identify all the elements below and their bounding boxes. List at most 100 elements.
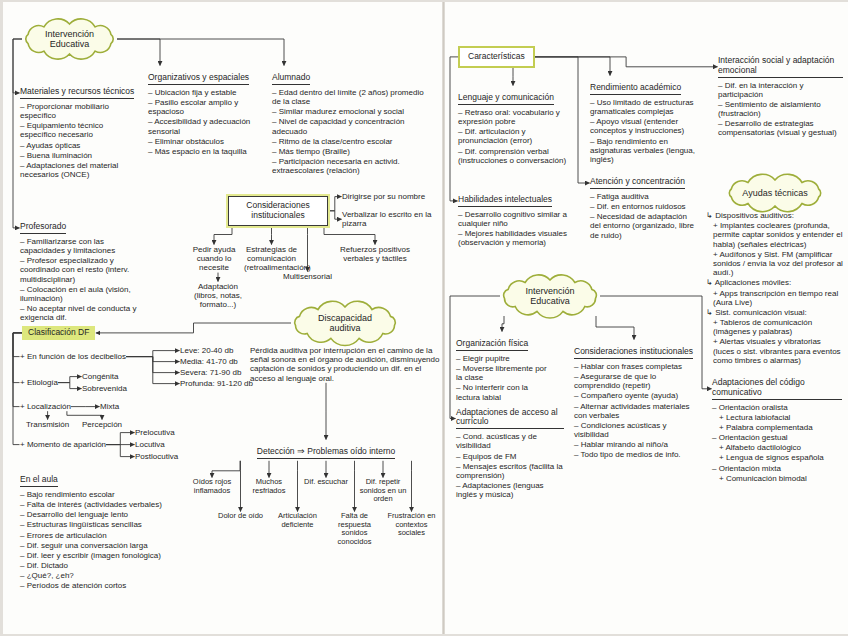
connector	[117, 39, 284, 66]
topic-group: Organizativos y espaciales– Ubicación fi…	[148, 66, 260, 156]
cloud-title: Intervención Educativa	[513, 286, 587, 307]
list-item: + Lengua de signos española	[712, 453, 842, 462]
branch-label: + Etiología	[20, 378, 58, 387]
connector	[328, 211, 342, 219]
connector	[212, 461, 240, 478]
list-item: – Dif. en la interacción y participación	[718, 81, 843, 99]
topic-heading: Lenguaje y comunicación	[458, 93, 554, 105]
connector	[326, 383, 327, 440]
page-fold	[443, 2, 445, 634]
branch-text: Falta de respuesta sonidos conocidos	[329, 512, 381, 547]
list-item: – Eliminar obstáculos	[148, 137, 260, 146]
connector	[450, 57, 458, 201]
topic-heading: Atención y concentración	[590, 177, 685, 189]
topic-group: Rendimiento académico – Uso limitado de e…	[590, 76, 698, 164]
topic-heading: Organización física	[456, 339, 528, 351]
list-item: – Bajo rendimiento escolar	[20, 490, 180, 499]
highlight-box: Clasificación DF	[22, 326, 95, 340]
topic-group: Habilidades intelectuales– Desarrollo co…	[458, 188, 568, 248]
branch-text: Adaptación (libros, notas, formato...)	[186, 282, 250, 310]
branch-label: Oídos rojos inflamados	[188, 478, 236, 495]
connector	[535, 57, 718, 67]
connector	[596, 316, 634, 340]
list-item: ↳ Aplicaciones móviles:	[706, 278, 844, 287]
right-page	[445, 2, 848, 634]
list-item: – Edad dentro del límite (2 años) promed…	[272, 88, 434, 106]
branch-label: Profunda: 91-120 db	[180, 379, 253, 388]
topic-heading: Profesorado	[20, 222, 66, 234]
list-item: – Participación necesaria en activid. ex…	[272, 157, 434, 175]
connector	[354, 461, 355, 512]
cloud-node: Ayudas técnicas↳ Dispositivos auditivos:…	[706, 176, 844, 365]
branch-label: Articulación deficiente	[272, 512, 324, 529]
branch-label: Dif. repetir sonidos en un orden	[359, 478, 407, 504]
branch-text: + Momento de aparición	[20, 440, 106, 449]
connector	[126, 351, 179, 357]
list-item: – Compañero oyente (ayuda)	[574, 391, 694, 400]
topic-heading: En el aula	[20, 475, 58, 487]
branch-text: Verbalizar lo escrito en la pizarra	[342, 210, 434, 228]
list-item: + Tableros de comunicación (imágenes y p…	[706, 318, 844, 336]
list-item: + Palabra complementada	[712, 423, 842, 432]
connector	[106, 445, 134, 457]
list-item: – Desarrollo del lenguaje lento	[20, 510, 180, 519]
list-item: – Estructuras lingüísticas sencillas	[20, 520, 180, 529]
list-item: – Falta de interés (actividades verbales…	[20, 500, 180, 509]
branch-label: Estrategias de comunicación (retroalimen…	[244, 245, 299, 273]
topic-group: Detección ⇒ Problemas oído interno	[236, 440, 416, 461]
list-item: – Dif. comprensión verbal (instrucciones…	[458, 147, 568, 165]
list-item: – Períodos de atención cortos	[20, 581, 180, 590]
definition-text: Pérdida auditiva por interrupción en el …	[250, 346, 440, 383]
topic-group: Alumnado– Edad dentro del límite (2 años…	[272, 66, 434, 175]
branch-text: Multisensorial	[283, 272, 332, 281]
list-item: + Comunicación bimodal	[712, 474, 842, 483]
branch-label: Prelocutiva	[135, 428, 175, 437]
branch-text: Sobrevenida	[82, 384, 127, 393]
branch-text: Locutiva	[135, 440, 165, 449]
list-item: – Más espacio en la taquilla	[148, 147, 260, 156]
list-item: – Ayudas ópticas	[20, 141, 138, 150]
list-item: – Elegir pupitre	[456, 354, 548, 363]
branch-label: Mixta	[100, 402, 119, 411]
branch-text: Dif. repetir sonidos en un orden	[359, 478, 407, 504]
connector	[269, 461, 270, 478]
list-item: – Asegurarse de que lo comprendido (repe…	[574, 372, 694, 390]
branch-text: Congénita	[82, 372, 118, 381]
list-item: – Mensajes escritos (facilita la compren…	[456, 462, 564, 480]
topic-heading: Rendimiento académico	[590, 83, 681, 95]
branch-text: Percepción	[82, 420, 122, 429]
branch-text: + Etiología	[20, 378, 58, 387]
topic-heading: Consideraciones institucionales	[574, 347, 693, 359]
list-item: + Implantes cocleares (profunda, permite…	[706, 221, 844, 249]
branch-text: Oídos rojos inflamados	[188, 478, 236, 495]
branch-label: Falta de respuesta sonidos conocidos	[329, 512, 381, 547]
list-item: – Nivel de capacidad y concentración ade…	[272, 117, 434, 135]
branch-text: Transmisión	[26, 420, 69, 429]
connector	[411, 461, 412, 512]
list-item: – Uso limitado de estructuras gramatical…	[590, 98, 698, 116]
cloud-title: Intervención Educativa	[35, 29, 104, 50]
list-item: – Dif. articulación y pronunciación (err…	[458, 127, 568, 145]
branch-text: Mixta	[100, 402, 119, 411]
topic-group: Lenguaje y comunicación– Retraso oral: v…	[458, 86, 568, 165]
branch-label: Locutiva	[135, 440, 165, 449]
branch-text: Leve: 20-40 db	[180, 346, 233, 355]
connector	[513, 68, 514, 86]
branch-label: + En función de los decibelios	[20, 352, 126, 361]
connector	[328, 197, 342, 211]
branch-label: + Localización	[20, 402, 71, 411]
branch-text: + En función de los decibelios	[20, 352, 126, 361]
connector	[13, 333, 22, 407]
list-item: – Orientación gestual	[712, 433, 842, 442]
branch-text: Dirigirse por su nombre	[342, 192, 434, 201]
list-item: – Colocación en el aula (visión, ilumina…	[20, 285, 145, 303]
connector	[67, 411, 102, 419]
branch-label: Media: 41-70 db	[180, 357, 238, 366]
list-item: – Cond. acústicas y de visibilidad	[456, 432, 564, 450]
topic-heading: Adaptaciones del código comunicativo	[712, 378, 842, 400]
topic-group: Profesorado– Familiarizarse con las capa…	[20, 215, 145, 322]
list-item: – Orientación oralista	[712, 403, 842, 412]
topic-heading: Materiales y recursos técnicos	[20, 87, 134, 99]
connector	[297, 461, 298, 512]
connector	[106, 433, 134, 445]
